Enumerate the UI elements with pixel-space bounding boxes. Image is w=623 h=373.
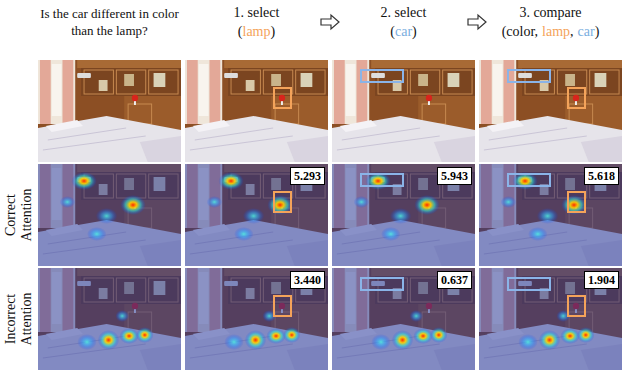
score-box: 5.293 bbox=[290, 167, 325, 185]
step-text: ) bbox=[412, 24, 417, 39]
photo bbox=[479, 164, 622, 266]
step-text: ( bbox=[390, 24, 395, 39]
step-text: 3. compare bbox=[519, 5, 581, 20]
photo bbox=[38, 60, 181, 162]
car-box bbox=[508, 278, 550, 290]
car-box bbox=[508, 174, 550, 186]
heat-panel bbox=[185, 268, 328, 370]
object-word: lamp bbox=[542, 24, 570, 39]
heatmap bbox=[38, 164, 181, 266]
heatmap bbox=[332, 164, 475, 266]
step-text: (color, bbox=[502, 24, 538, 39]
photo bbox=[332, 164, 475, 266]
score-box: 1.904 bbox=[584, 271, 619, 289]
step-text: 2. select bbox=[381, 5, 427, 20]
score-box: 5.943 bbox=[437, 167, 472, 185]
score-box: 3.440 bbox=[290, 271, 325, 289]
step-arrow bbox=[321, 15, 339, 29]
heat-panel bbox=[479, 164, 622, 266]
step-header-line: 2. select bbox=[332, 4, 475, 22]
score-value: 1.904 bbox=[588, 273, 615, 287]
score-value: 5.293 bbox=[294, 169, 321, 183]
question-text: Is the car different in color than the l… bbox=[38, 5, 181, 39]
score-value: 5.618 bbox=[588, 169, 615, 183]
step-header-line: (color, lamp, car) bbox=[479, 23, 622, 41]
lamp-box bbox=[274, 296, 291, 316]
heat-panel bbox=[38, 268, 181, 370]
lamp-box bbox=[568, 88, 585, 108]
step-text: ) bbox=[271, 24, 276, 39]
photo bbox=[332, 60, 475, 162]
step-arrow bbox=[468, 15, 486, 29]
photo bbox=[38, 164, 181, 266]
heatmap bbox=[38, 268, 181, 370]
car-box bbox=[361, 278, 403, 290]
heat-panel bbox=[479, 268, 622, 370]
score-value: 5.943 bbox=[441, 169, 468, 183]
score-value: 0.637 bbox=[441, 273, 468, 287]
step-header-line: (car) bbox=[332, 23, 475, 41]
heat-panel bbox=[185, 164, 328, 266]
heatmap bbox=[479, 164, 622, 266]
photo bbox=[185, 60, 328, 162]
lamp-box bbox=[568, 192, 585, 212]
object-word: lamp bbox=[243, 24, 271, 39]
heatmap bbox=[479, 268, 622, 370]
lamp-box bbox=[568, 296, 585, 316]
step-text: ( bbox=[238, 24, 243, 39]
step-header-line: (lamp) bbox=[185, 23, 328, 41]
photo bbox=[185, 268, 328, 370]
step-text: , bbox=[570, 24, 574, 39]
photo-panel bbox=[38, 60, 181, 162]
lamp-box bbox=[274, 88, 291, 108]
step-header-line: 3. compare bbox=[479, 4, 622, 22]
score-value: 3.440 bbox=[294, 273, 321, 287]
heatmap bbox=[185, 164, 328, 266]
score-box: 5.618 bbox=[584, 167, 619, 185]
heatmap bbox=[185, 268, 328, 370]
photo bbox=[332, 268, 475, 370]
step-text: 1. select bbox=[234, 5, 280, 20]
object-word: car bbox=[395, 24, 412, 39]
photo bbox=[479, 60, 622, 162]
step-header-line: 1. select bbox=[185, 4, 328, 22]
car-box bbox=[361, 70, 403, 82]
photo bbox=[38, 268, 181, 370]
row-label: Correct Attention bbox=[3, 173, 35, 257]
photo bbox=[185, 164, 328, 266]
score-box: 0.637 bbox=[437, 271, 472, 289]
photo bbox=[479, 268, 622, 370]
lamp-box bbox=[274, 192, 291, 212]
photo-panel bbox=[479, 60, 622, 162]
object-word: car bbox=[578, 24, 595, 39]
heatmap bbox=[332, 268, 475, 370]
car-box bbox=[361, 174, 403, 186]
car-box bbox=[508, 70, 550, 82]
heat-panel bbox=[332, 268, 475, 370]
row-label: Incorrect Attention bbox=[3, 277, 35, 361]
photo-panel bbox=[185, 60, 328, 162]
step-text: ) bbox=[595, 24, 600, 39]
heat-panel bbox=[332, 164, 475, 266]
heat-panel bbox=[38, 164, 181, 266]
photo-panel bbox=[332, 60, 475, 162]
